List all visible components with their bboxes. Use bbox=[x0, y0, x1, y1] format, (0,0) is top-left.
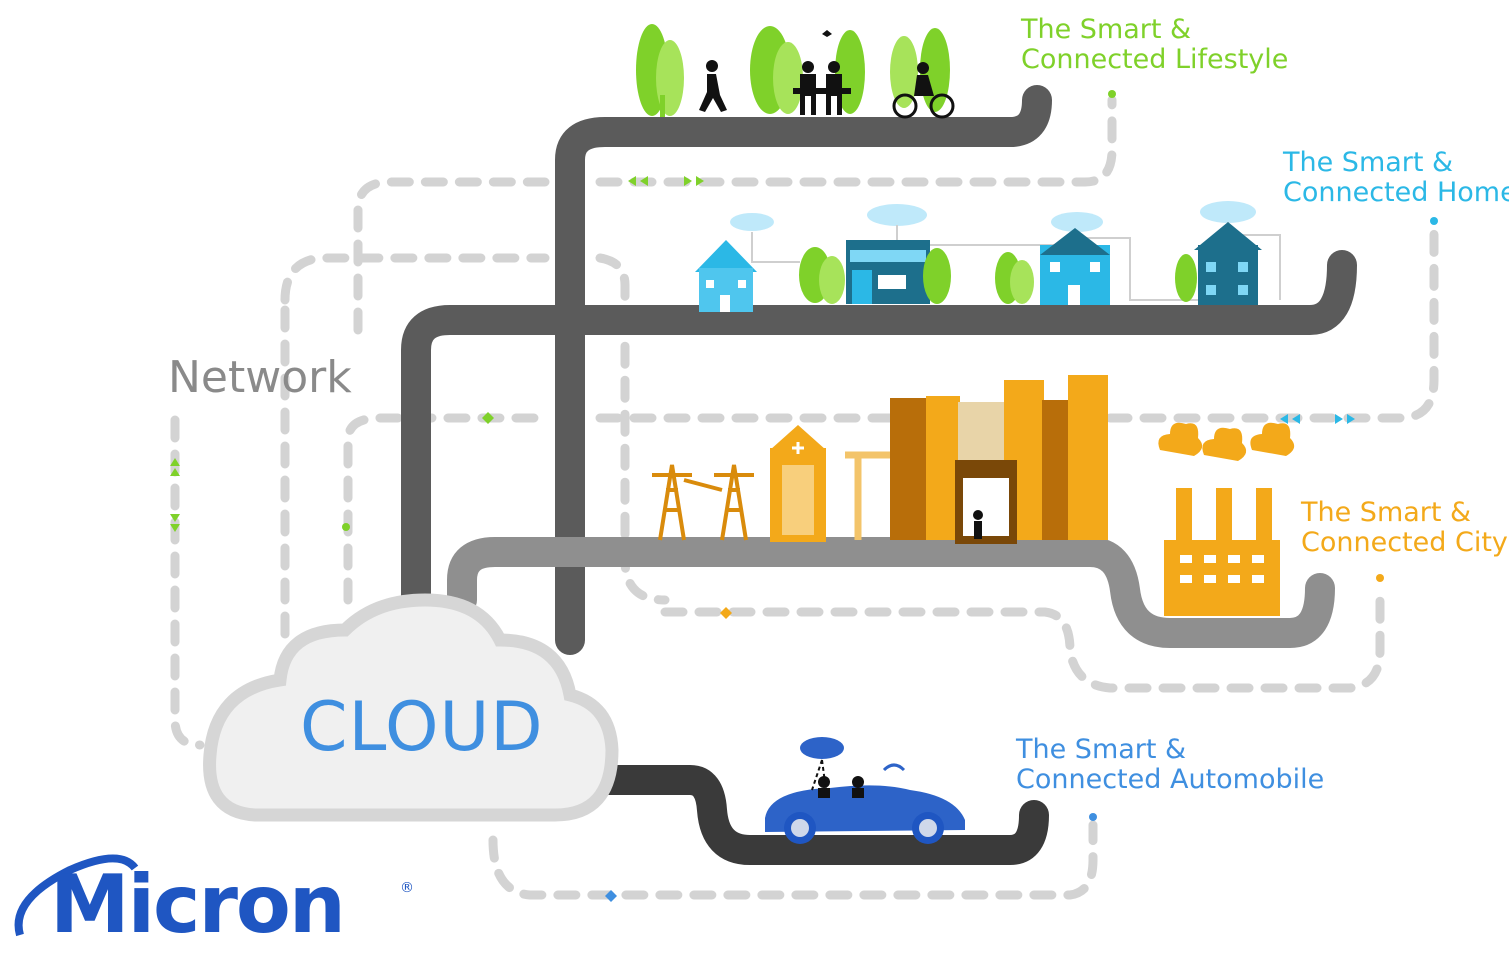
factory-icon bbox=[1158, 422, 1295, 616]
svg-text:Micron: Micron bbox=[50, 858, 344, 951]
cloud-icon bbox=[730, 201, 1256, 232]
automobile-scene bbox=[765, 737, 965, 844]
tree-icon bbox=[799, 247, 1197, 304]
label-smart-home: The Smart &Connected Home bbox=[1283, 147, 1509, 208]
car-icon bbox=[765, 776, 965, 844]
road-lifestyle bbox=[555, 85, 1052, 655]
micron-logo: Micron ® bbox=[14, 854, 414, 951]
cloud-label: CLOUD bbox=[300, 688, 544, 767]
cloud-shape bbox=[203, 593, 619, 822]
label-smart-lifestyle: The Smart &Connected Lifestyle bbox=[1021, 14, 1289, 75]
direction-arrows-lifestyle bbox=[170, 90, 1116, 532]
road-home bbox=[401, 250, 1357, 615]
power-tower-icon bbox=[652, 464, 754, 541]
people-icon bbox=[699, 30, 955, 119]
road-network bbox=[401, 85, 1357, 865]
city-scene bbox=[652, 375, 1295, 616]
city-markers bbox=[720, 574, 1384, 619]
tree-icon bbox=[636, 24, 950, 117]
lifestyle-scene bbox=[636, 24, 955, 119]
road-city bbox=[447, 537, 1335, 648]
direction-arrows-home bbox=[1280, 217, 1438, 424]
label-smart-automobile: The Smart &Connected Automobile bbox=[1016, 734, 1325, 795]
road-automobile bbox=[585, 765, 1049, 865]
network-dashed-paths bbox=[170, 95, 1439, 900]
label-smart-city: The Smart &Connected City bbox=[1301, 497, 1508, 558]
network-label: Network bbox=[168, 352, 352, 403]
automobile-markers bbox=[605, 813, 1097, 902]
building-icon bbox=[770, 375, 1108, 544]
wifi-cloud-icon bbox=[800, 737, 906, 791]
house-icon bbox=[695, 222, 1262, 312]
svg-text:®: ® bbox=[400, 880, 414, 896]
home-scene bbox=[695, 201, 1281, 312]
